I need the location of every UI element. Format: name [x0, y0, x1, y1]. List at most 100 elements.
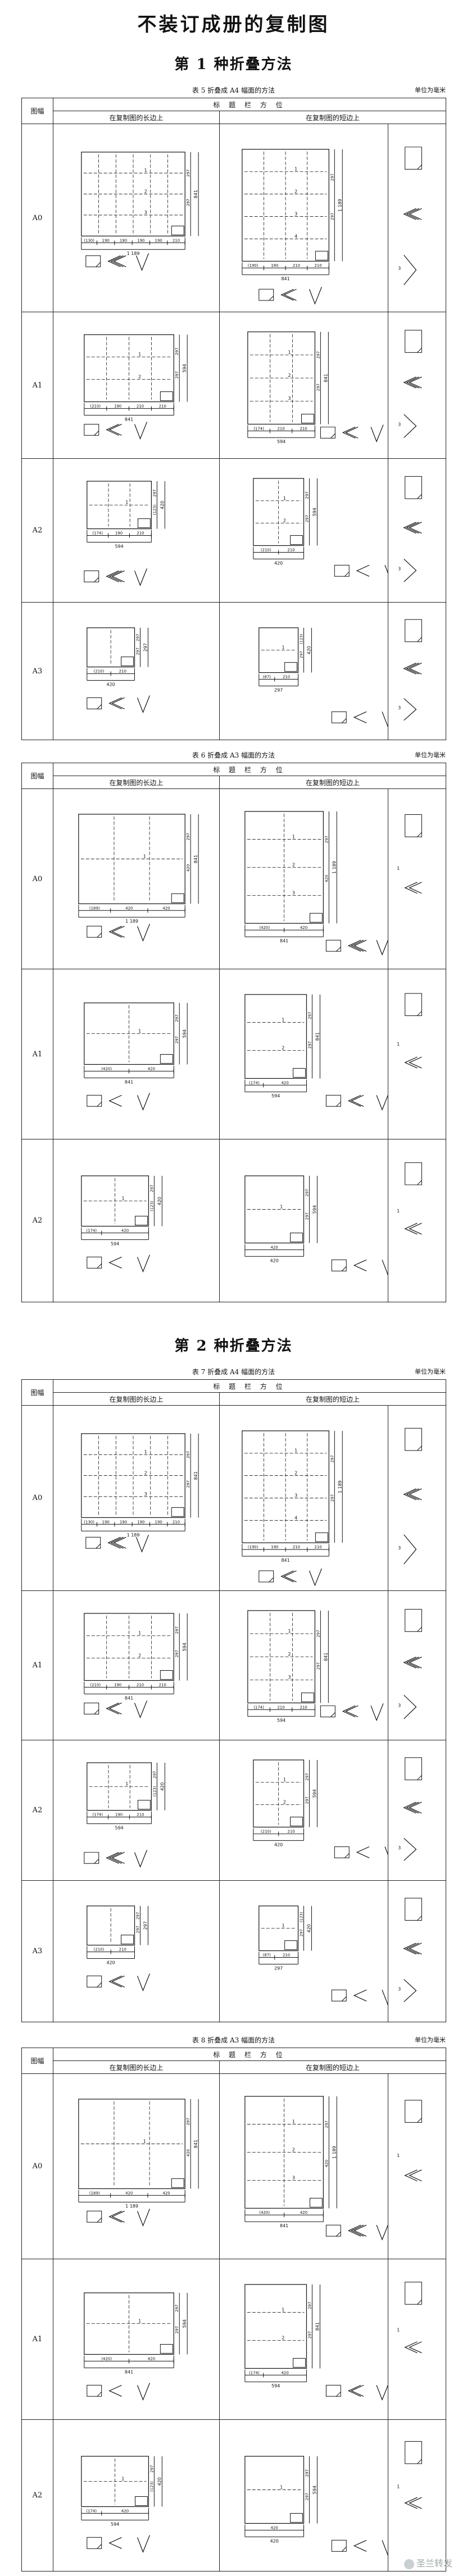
sheet-icon [87, 1095, 102, 1107]
dimension-label: 210 [173, 1520, 180, 1524]
dimension-label: 841 [315, 2322, 320, 2331]
fold-symbol [403, 1534, 417, 1565]
dimension-label: 1 [288, 1629, 291, 1634]
fold-symbol [344, 1705, 359, 1717]
fold-diagram: 3 [398, 1898, 422, 2003]
dimension-label: 420 [186, 864, 191, 872]
dimension-label: 420 [162, 906, 170, 910]
dimension-label: 297 [300, 651, 304, 658]
sheet-icon [331, 712, 347, 724]
fold-symbol [384, 565, 388, 574]
dimension-label: 594 [182, 1643, 187, 1651]
dimension-label: 210 [277, 1705, 284, 1709]
dimension-label: 297 [175, 1036, 179, 1043]
dimension-label: 841 [125, 1079, 133, 1084]
sheet-outline [244, 994, 307, 1079]
fold-symbol [353, 712, 367, 724]
row-label: A0 [21, 788, 53, 969]
sheet-outline [84, 2292, 174, 2355]
diagram-cell: 3 [388, 124, 446, 312]
fold-symbol [403, 1838, 417, 1861]
title-block [284, 662, 298, 672]
dimension-label: 3 [292, 890, 295, 895]
dimension-label: (123) [149, 1201, 154, 1211]
dimension-label: 3 [398, 422, 401, 427]
sheet-outline [253, 478, 305, 546]
sheet-outline [87, 481, 152, 530]
dimension-label: 297 [186, 199, 191, 206]
dimension-label: (190) [248, 263, 259, 268]
dimension-label: (210) [261, 548, 271, 553]
dimension-label: 297 [316, 351, 320, 358]
fold-symbol [409, 1802, 422, 1814]
fold-symbol [403, 1694, 417, 1719]
watermark: 圣兰转发 [403, 2556, 452, 2569]
title-block [135, 2496, 148, 2506]
header-format: 图幅 [21, 763, 53, 789]
sheet-icon [87, 2537, 102, 2549]
fold-symbol [403, 254, 417, 285]
dimension-label: (210) [261, 1830, 271, 1834]
sheet-icon [405, 814, 422, 837]
fold-symbol [108, 2537, 122, 2549]
dimension-label: 297 [305, 515, 309, 522]
dimension-label: 297 [175, 1015, 179, 1022]
dimension-label: 594 [277, 439, 285, 444]
fold-symbol [350, 2384, 364, 2397]
fold-symbol [404, 2169, 418, 2182]
dimension-label: (123) [152, 1786, 157, 1797]
watermark-text: 圣兰转发 [416, 2558, 452, 2569]
dimension-label: 1 [138, 352, 141, 357]
fold-symbol [409, 2341, 422, 2354]
dimension-label: 3 [294, 212, 297, 217]
fold-diagram: 3 [398, 1608, 422, 1719]
fold-symbol [376, 1095, 388, 1111]
sheet-icon [325, 1095, 341, 1107]
diagram-cell: 3 [388, 1880, 446, 2023]
unit-label: 单位为毫米 [415, 1368, 446, 1375]
header-format: 图幅 [21, 98, 53, 124]
sheet-icon [87, 1976, 102, 1988]
dimension-label: 297 [186, 1451, 191, 1458]
header-long-edge: 在复制图的长边上 [53, 1392, 220, 1406]
table-8: 图幅 标 题 栏 方 位 在复制图的长边上 在复制图的短边上 A0 1(189)… [21, 2048, 446, 2572]
diagram-cell: 3 [388, 1590, 446, 1741]
section-1-title: 第 1 种折叠方法 [174, 56, 293, 73]
dimension-label: 1 [138, 1631, 141, 1636]
fold-symbol [409, 663, 422, 674]
dimension-label: (174) [92, 531, 103, 536]
dimension-label: 210 [119, 669, 126, 674]
dimension-label: 3 [292, 2175, 295, 2180]
fold-symbol [406, 1488, 419, 1501]
fold-symbol [403, 1488, 416, 1501]
dimension-label: 297 [307, 1012, 312, 1019]
title-block [293, 1068, 306, 1078]
dimension-label: 3 [398, 1845, 401, 1850]
fold-symbol [113, 255, 126, 267]
fold-symbol [382, 1260, 388, 1275]
unit-label: 单位为毫米 [415, 2036, 446, 2044]
header-short-edge: 在复制图的短边上 [219, 111, 446, 124]
sheet-icon [85, 1537, 101, 1549]
main-title: 不装订成册的复制图 [137, 13, 330, 36]
sheet-outline [81, 1433, 185, 1518]
dimension-label: 594 [277, 1718, 285, 1723]
dimension-label: 297 [330, 174, 334, 181]
sheet-icon [325, 2384, 341, 2397]
dimension-label: (189) [89, 906, 100, 910]
dimension-label: 297 [152, 1771, 157, 1778]
sheet-outline [259, 627, 299, 673]
